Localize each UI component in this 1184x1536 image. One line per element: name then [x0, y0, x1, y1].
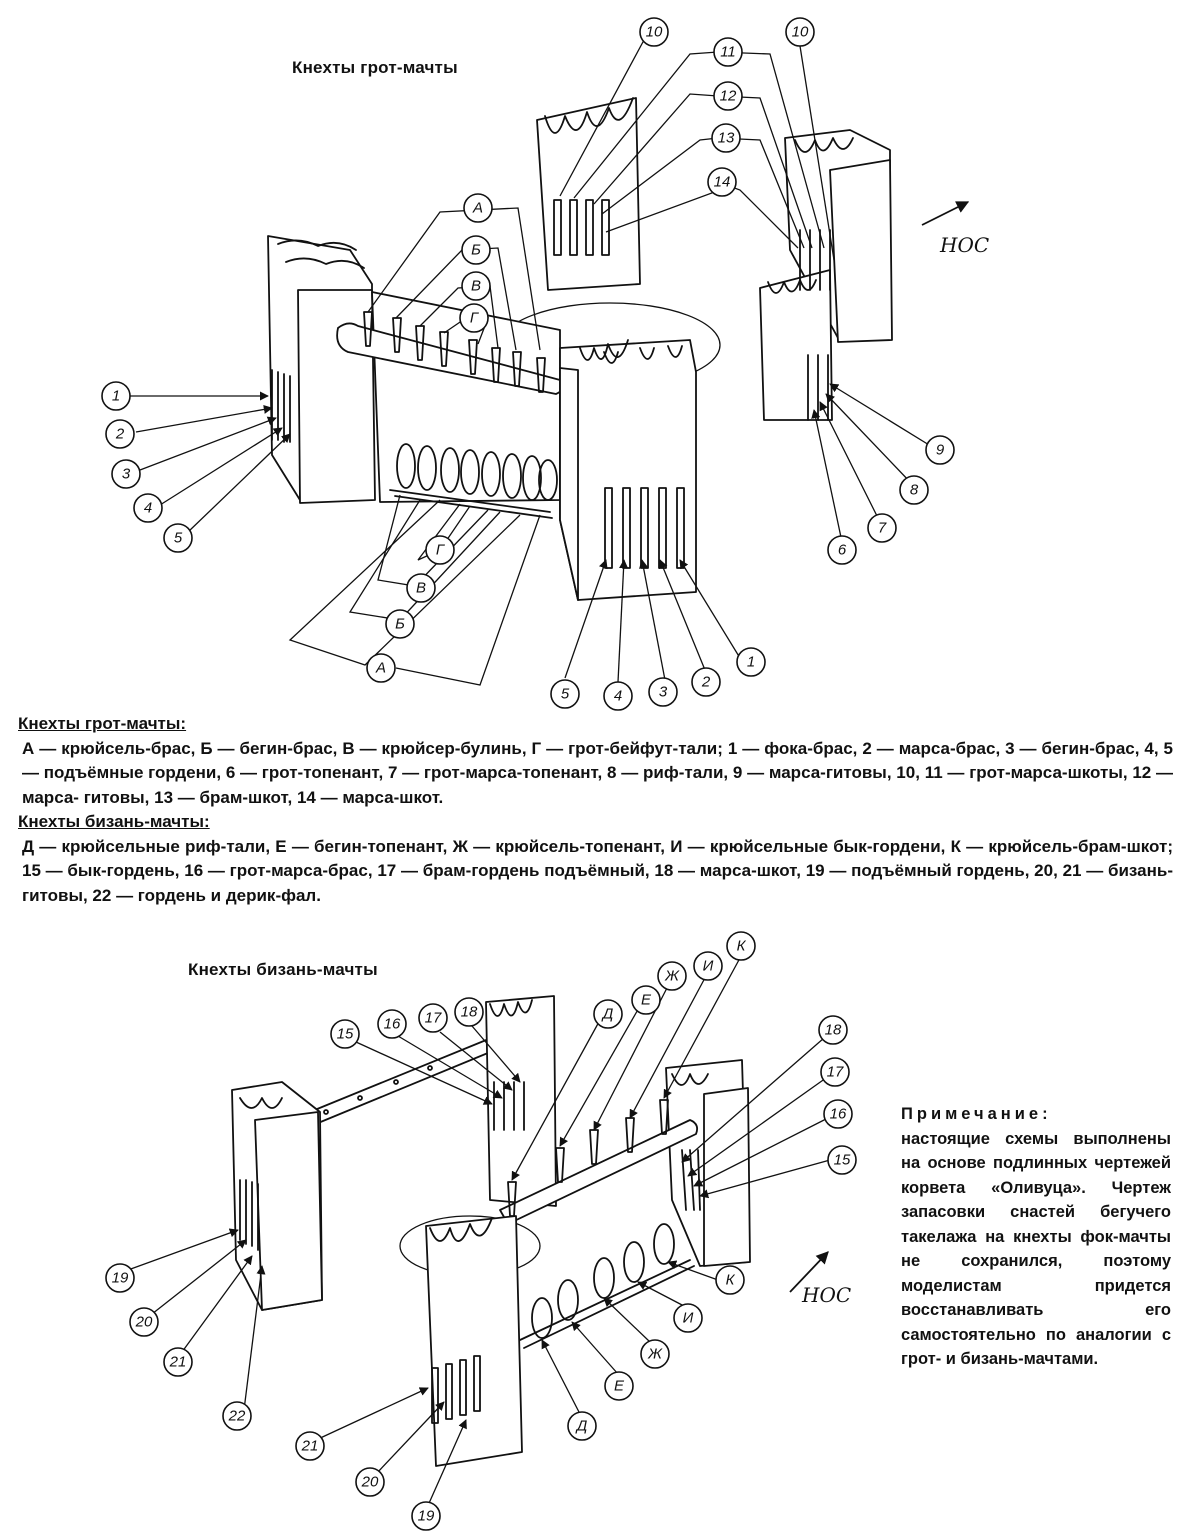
legend: Кнехты грот-мачты: А — крюйсель-брас, Б … [18, 712, 1173, 908]
note-text: настоящие схемы выполнены на основе подл… [901, 1129, 1171, 1369]
legend-main-header: Кнехты грот-мачты: [18, 714, 187, 733]
callout-3-bottom: 3 [659, 684, 668, 701]
callout-16-right: 16 [830, 1106, 847, 1123]
belaying-pins [363, 311, 546, 393]
callout-13: 13 [718, 130, 735, 147]
callout-9: 9 [936, 442, 945, 459]
callout-12: 12 [720, 88, 737, 105]
callout-1-bottom: 1 [747, 654, 755, 671]
callout-15-left: 15 [337, 1026, 354, 1043]
callout-6: 6 [838, 542, 847, 559]
callout-K-top: К [737, 938, 747, 955]
top-number-callouts: 1 2 3 4 5 6 7 8 9 10 11 12 13 14 10 5 4 … [101, 17, 955, 711]
legend-mizzen-text: Д — крюйсельные риф-тали, Е — бегин-топе… [22, 836, 1173, 905]
callout-5-bottom: 5 [561, 686, 570, 703]
bottom-diagram: НОС [105, 931, 857, 1531]
callout-20-left: 20 [135, 1314, 153, 1331]
callout-letter-A-bottom: А [375, 660, 386, 677]
callout-18-right: 18 [825, 1022, 842, 1039]
callout-4-left: 4 [144, 500, 152, 517]
back-middle-bitt [536, 97, 641, 291]
callout-letter-A-top: А [472, 200, 483, 217]
bottom-front-slots [431, 1355, 481, 1424]
callout-21-bottom: 21 [301, 1438, 319, 1455]
bottom-direction-label: НОС [801, 1283, 851, 1307]
left-bitt-front [297, 289, 376, 504]
bottom-diag-rail [499, 1119, 699, 1225]
callout-letter-V-top: В [471, 278, 481, 295]
callout-E-bottom: Е [614, 1378, 625, 1395]
callout-10-left: 10 [646, 24, 663, 41]
callout-14: 14 [714, 174, 731, 191]
callout-2-bottom: 2 [701, 674, 711, 691]
callout-letter-V-bottom: В [416, 580, 426, 597]
bottom-diagram-title: Кнехты бизань-мачты [188, 960, 378, 979]
callout-I-bottom: И [683, 1310, 694, 1327]
back-middle-slots [553, 199, 610, 256]
note-block: Примечание: настоящие схемы выполнены на… [901, 1102, 1171, 1372]
callout-3-left: 3 [122, 466, 131, 483]
callout-19-left: 19 [112, 1270, 129, 1287]
callout-Zh-bottom: Ж [647, 1346, 663, 1363]
callout-1-left: 1 [112, 388, 120, 405]
callout-19-bottom: 19 [418, 1508, 435, 1525]
top-diagram: НОС [101, 17, 989, 711]
legend-main-text: А — крюйсель-брас, Б — бегин-брас, В — к… [22, 738, 1173, 807]
note-heading: Примечание: [901, 1105, 1052, 1123]
callout-20-bottom: 20 [361, 1474, 379, 1491]
callout-letter-B-top: Б [471, 242, 481, 259]
callout-letter-B-bottom: Б [395, 616, 405, 633]
top-direction-label: НОС [939, 233, 989, 257]
callout-8: 8 [910, 482, 919, 499]
callout-K-bottom: К [726, 1272, 736, 1289]
bottom-letter-callouts: Д Е Ж И К Д Е Ж И К [567, 931, 756, 1441]
bottom-front-bitt [425, 1215, 523, 1467]
callout-7: 7 [878, 520, 887, 537]
bottom-number-callouts: 15 16 17 18 18 17 16 15 19 20 21 22 21 2… [105, 997, 857, 1531]
bottom-sheave-row [519, 1223, 695, 1349]
callout-I-top: И [703, 958, 714, 975]
callout-17-right: 17 [827, 1064, 844, 1081]
callout-10-right: 10 [792, 24, 809, 41]
callout-E-top: Е [641, 992, 652, 1009]
bottom-left-slots [239, 1179, 259, 1251]
top-diagram-title: Кнехты грот-мачты [292, 58, 458, 77]
callout-17-left: 17 [425, 1010, 442, 1027]
sheave-row [389, 443, 558, 519]
callout-letter-G-bottom: Г [436, 542, 446, 559]
top-letter-callouts: А Б В Г Г В Б А [366, 193, 493, 683]
bottom-long-rail [299, 1035, 503, 1129]
callout-5-left: 5 [174, 530, 183, 547]
callout-11: 11 [720, 44, 736, 61]
callout-D-bottom: Д [575, 1418, 588, 1435]
callout-2-left: 2 [115, 426, 125, 443]
far-right-bitt-front [759, 269, 833, 421]
bottom-back-bitt [485, 995, 557, 1207]
legend-mizzen-header: Кнехты бизань-мачты: [18, 812, 210, 831]
callout-15-right: 15 [834, 1152, 851, 1169]
callout-D-top: Д [601, 1006, 614, 1023]
callout-letter-G-top: Г [470, 310, 480, 327]
callout-18-left: 18 [461, 1004, 478, 1021]
callout-Zh-top: Ж [664, 968, 680, 985]
callout-21-left: 21 [169, 1354, 187, 1371]
callout-22: 22 [228, 1408, 246, 1425]
front-right-bitt [559, 339, 697, 601]
callout-16-left: 16 [384, 1016, 401, 1033]
callout-4-bottom: 4 [614, 688, 622, 705]
